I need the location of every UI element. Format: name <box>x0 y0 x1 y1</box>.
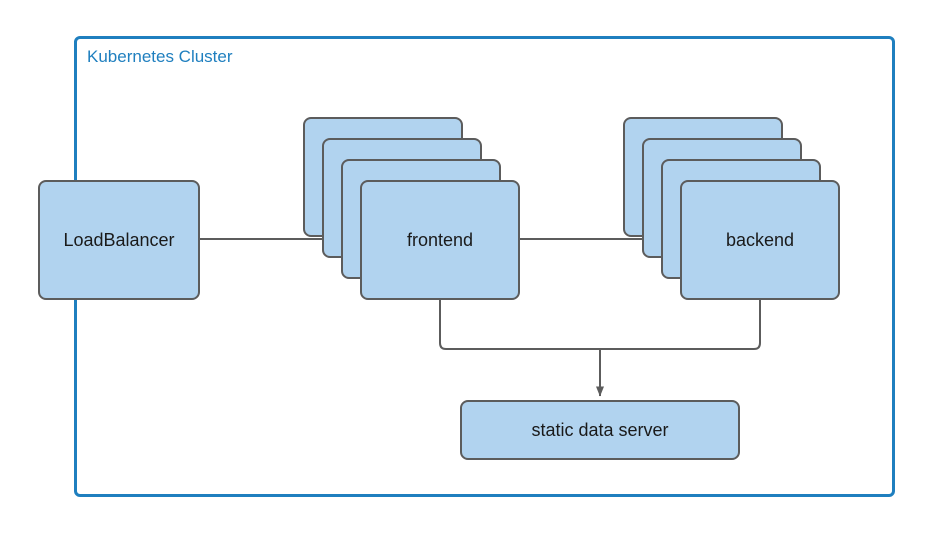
edge-backend-to-static-data-server[interactable] <box>600 300 761 350</box>
node-frontend[interactable]: frontend <box>360 180 520 300</box>
node-backend[interactable]: backend <box>680 180 840 300</box>
node-static-data-server[interactable]: static data server <box>460 400 740 460</box>
node-static-data-server-label: static data server <box>531 420 669 440</box>
cluster-label: Kubernetes Cluster <box>87 47 233 66</box>
node-backend-label: backend <box>725 230 795 250</box>
node-loadbalancer[interactable]: LoadBalancer <box>38 180 200 300</box>
node-loadbalancer-label: LoadBalancer <box>63 230 175 250</box>
node-frontend-label: frontend <box>406 230 474 250</box>
edge-frontend-to-static-data-server[interactable] <box>439 300 604 397</box>
